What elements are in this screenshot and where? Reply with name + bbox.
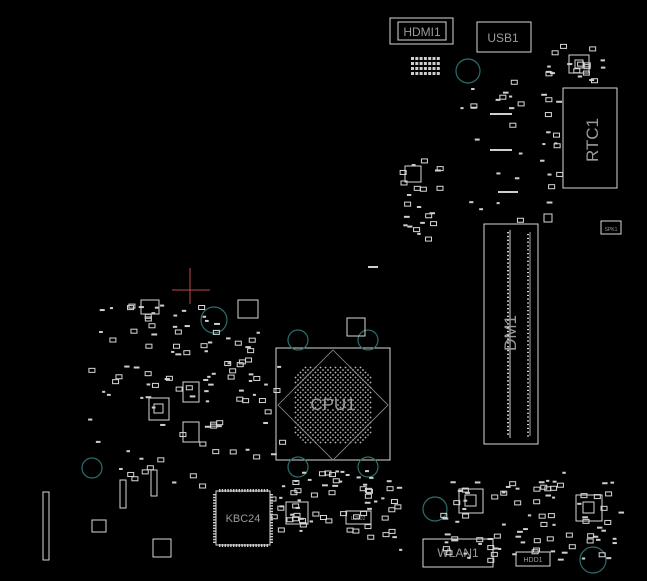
mounting-holes [81,58,607,574]
hdmi-connector[interactable]: HDMI1 [389,17,454,45]
wlan-label: WLAN1 [437,546,479,560]
dimm-slot[interactable]: DM1 [483,223,539,445]
small-ics [42,54,603,561]
usb-label: USB1 [487,31,519,45]
rtc-battery[interactable]: RTC1 [562,87,618,189]
crosshair-cursor [172,268,210,304]
kbc-label: KBC24 [226,513,261,525]
hdmi-label: HDMI1 [403,25,441,39]
rtc-label: RTC1 [583,118,602,162]
usb-connector[interactable]: USB1 [476,21,532,53]
spk-label: SPK1 [605,227,618,233]
wlan-connector[interactable]: WLAN1 [422,538,494,568]
cpu-label: CPU1 [310,395,355,414]
kbc-chip[interactable]: KBC24 [213,489,273,547]
hdd-connector[interactable]: HDD1 [515,551,551,567]
cpu-ball-grid [277,349,389,461]
cpu-package[interactable]: CPU1 [275,347,391,461]
passive-components [88,43,625,563]
hdd-label: HDD1 [523,557,542,564]
u2502-chip[interactable]: U2502 [345,510,372,525]
dimm-label: DM1 [501,315,520,351]
speaker-connector[interactable]: SPK1 [600,220,622,235]
dimm-pin-rows [507,232,529,437]
hdmi-pad-array [411,57,440,75]
